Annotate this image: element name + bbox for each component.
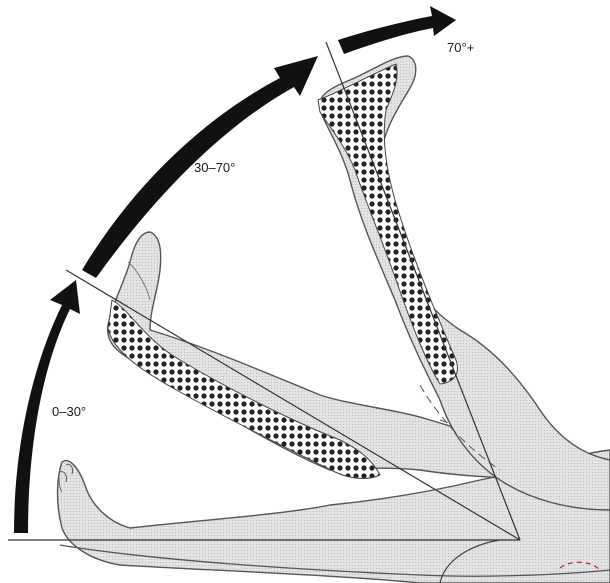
- angle-label-30-70: 30–70°: [194, 160, 235, 175]
- angle-label-70-plus: 70°+: [447, 40, 474, 55]
- arrow-70-plus: [338, 6, 456, 54]
- angle-label-0-30: 0–30°: [52, 404, 86, 419]
